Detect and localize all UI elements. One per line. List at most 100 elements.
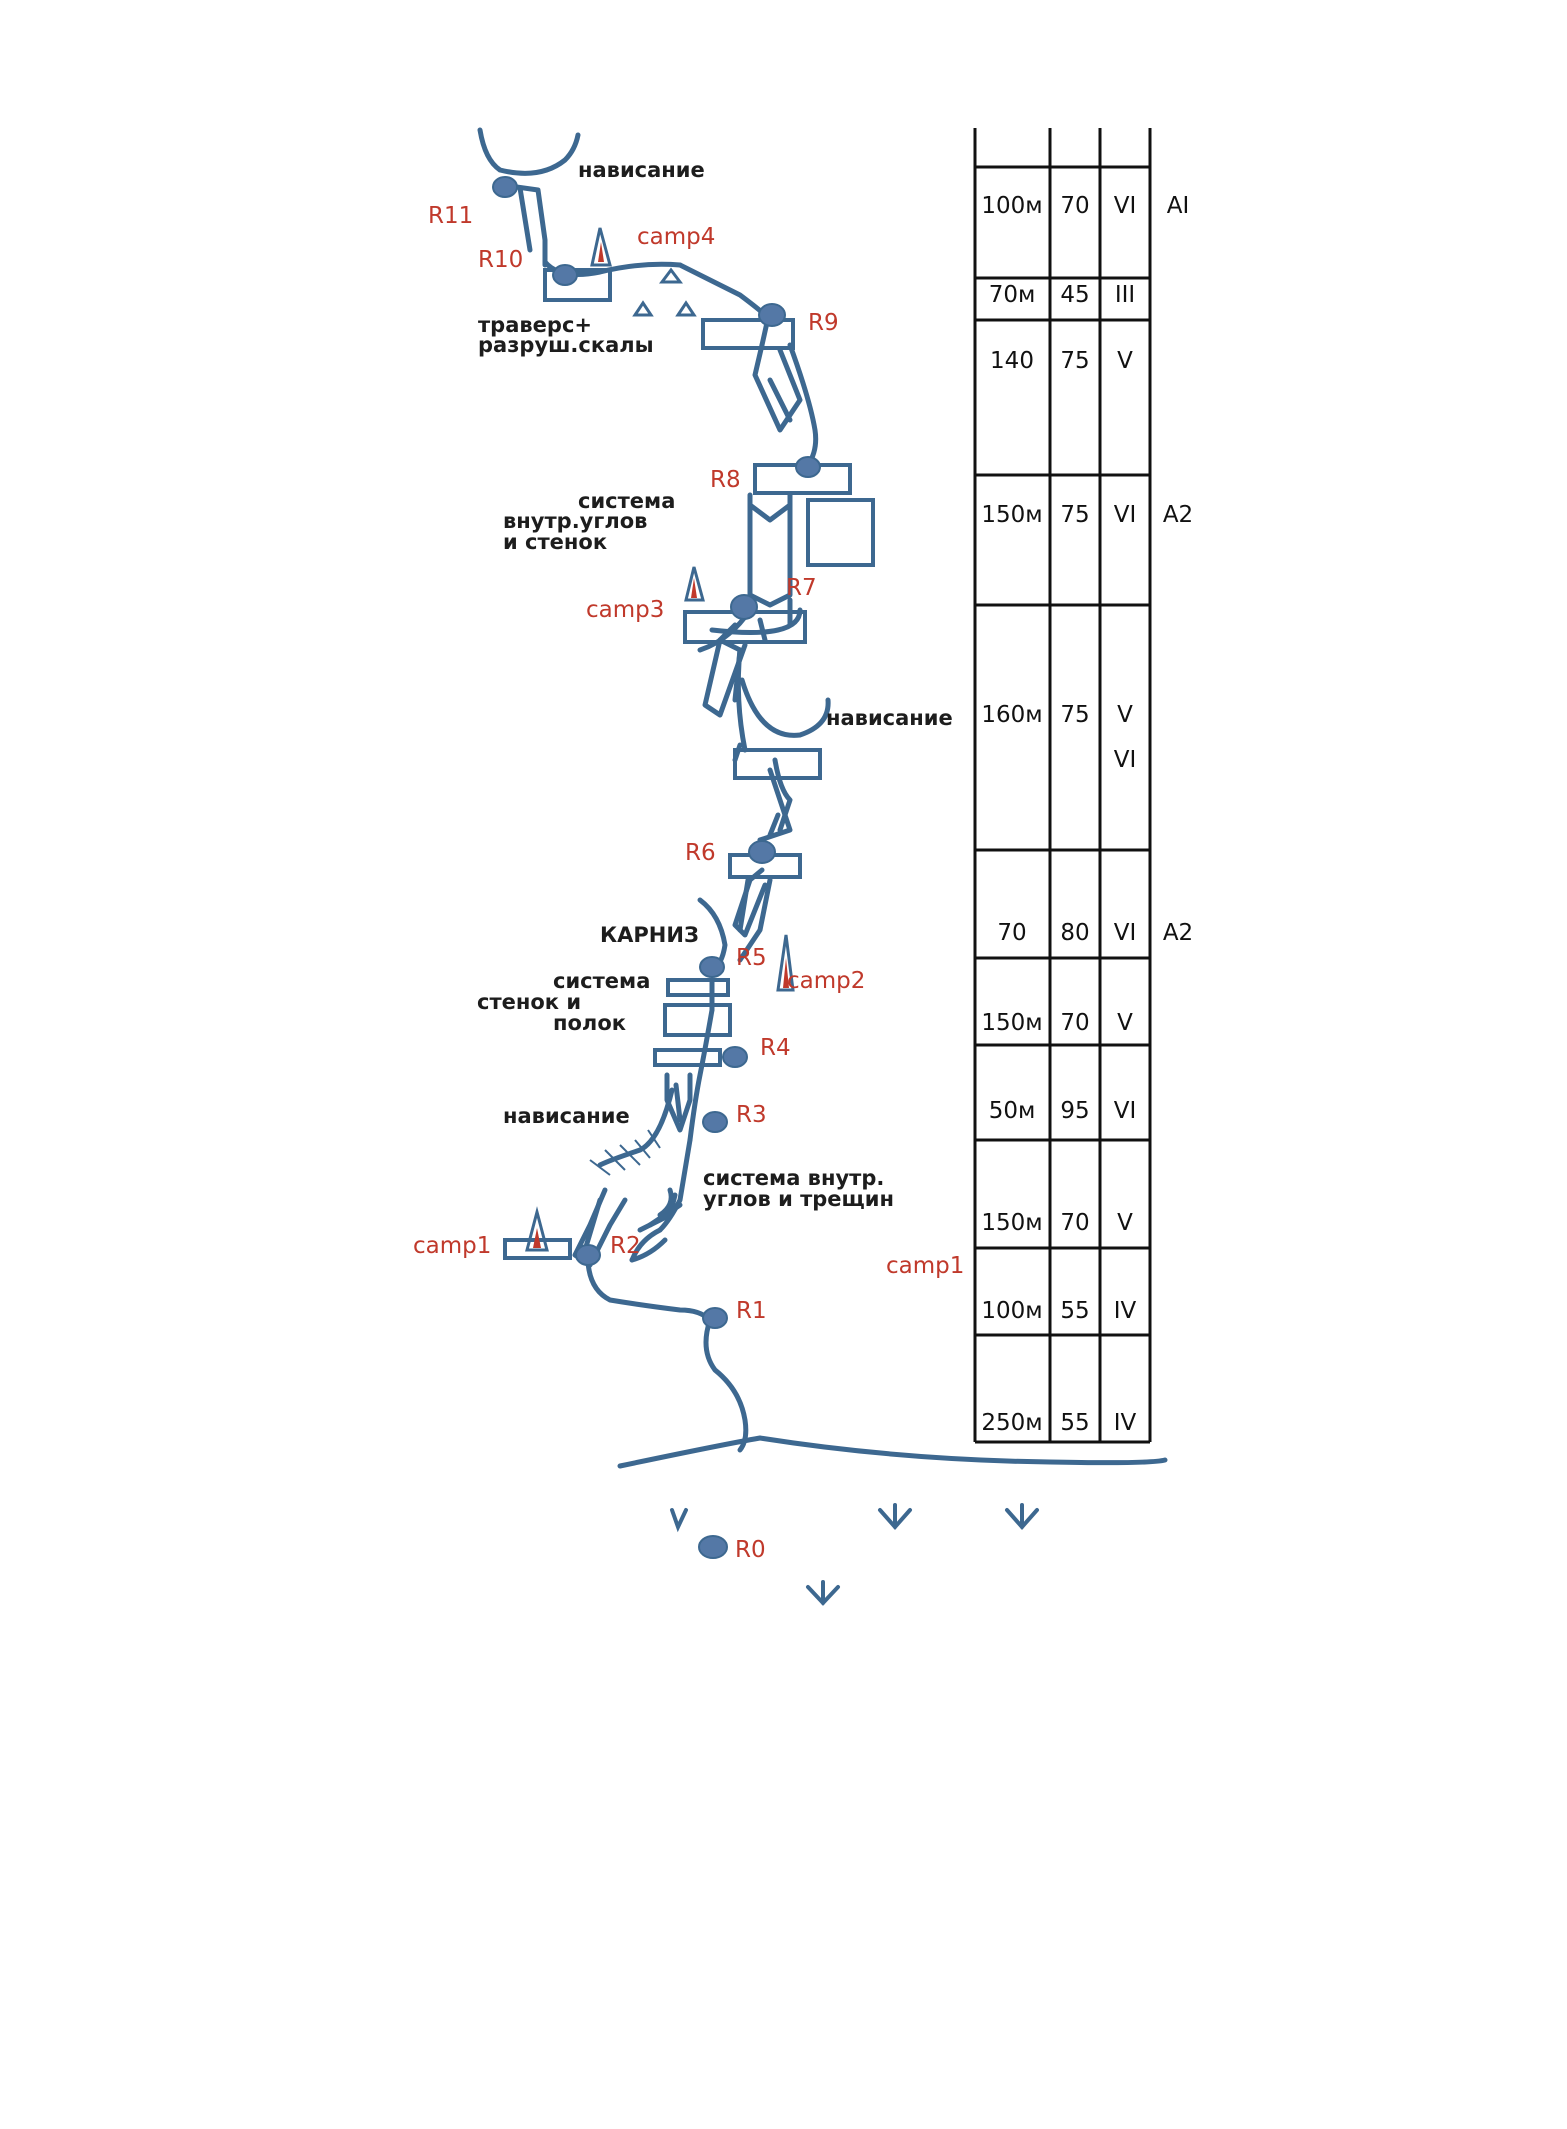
ledge-block — [733, 748, 822, 780]
ledge-block — [543, 268, 612, 302]
table-cell-grade: IV — [1114, 1298, 1137, 1324]
label-overhang-top: нависание — [578, 158, 705, 182]
table-cell-length: 250м — [981, 1410, 1042, 1436]
table-cell-length: 70 — [997, 920, 1026, 946]
label-r7: R7 — [786, 575, 817, 601]
station-r8 — [795, 456, 821, 478]
table-cell-grade: V — [1117, 702, 1133, 728]
label-r2: R2 — [610, 1233, 641, 1259]
table-cell-length: 150м — [981, 1210, 1042, 1236]
overhang-hatching — [589, 1129, 661, 1176]
table-cell-grade: IV — [1114, 1410, 1137, 1436]
table-cell-aid: A2 — [1163, 920, 1193, 946]
station-r0 — [698, 1535, 728, 1559]
label-r4: R4 — [760, 1035, 791, 1061]
label-camp2: camp2 — [787, 968, 865, 994]
label-traverse-2: разруш.скалы — [478, 333, 654, 357]
table-cell-grade: VI — [1114, 1098, 1137, 1124]
table-cell-length: 150м — [981, 502, 1042, 528]
label-walls-3: полок — [553, 1011, 626, 1035]
station-r7 — [730, 594, 758, 620]
tent-camp3-icon — [684, 566, 705, 602]
arrow-down-icon — [1005, 1503, 1039, 1531]
table-cell-angle: 75 — [1060, 348, 1089, 374]
label-camp1-left: camp1 — [413, 1233, 491, 1259]
descent-arrows — [670, 1503, 1039, 1606]
table-cell-angle: 75 — [1060, 702, 1089, 728]
route-labels: нависание траверс+ разруш.скалы система … — [477, 158, 953, 1211]
label-system-1: система — [578, 489, 675, 513]
label-corners-1: система внутр. — [703, 1166, 884, 1190]
station-r10 — [552, 264, 578, 286]
label-r3: R3 — [736, 1102, 767, 1128]
label-r8: R8 — [710, 467, 741, 493]
label-traverse-1: траверс+ — [478, 313, 592, 337]
table-cell-angle: 95 — [1060, 1098, 1089, 1124]
table-cell-length: 50м — [989, 1098, 1036, 1124]
table-cell-grade: V — [1117, 1210, 1133, 1236]
table-cell-angle: 70 — [1060, 193, 1089, 219]
station-r6 — [748, 840, 776, 864]
arrow-down-icon — [806, 1580, 840, 1606]
label-walls-2: стенок и — [477, 990, 581, 1014]
tent-camp2-icon — [776, 934, 795, 992]
table-cell-grade: VI — [1114, 920, 1137, 946]
label-r6: R6 — [685, 840, 716, 866]
table-cell-length: 160м — [981, 702, 1042, 728]
ledge-block — [653, 1048, 722, 1067]
label-overhang-low: нависание — [503, 1104, 630, 1128]
ledge-block — [663, 1003, 732, 1037]
label-system-2: внутр.углов — [503, 509, 647, 533]
station-r3 — [702, 1111, 728, 1133]
table-cell-grade: VI — [1114, 502, 1137, 528]
station-r1 — [702, 1307, 728, 1329]
label-r11: R11 — [428, 203, 473, 229]
label-cornice: КАРНИЗ — [600, 923, 699, 947]
label-r1: R1 — [736, 1298, 767, 1324]
rubble-triangles — [632, 267, 697, 317]
label-system-3: и стенок — [503, 530, 607, 554]
label-overhang-mid: нависание — [826, 706, 953, 730]
table-cell-angle: 45 — [1060, 282, 1089, 308]
table-cell-length: 70м — [989, 282, 1036, 308]
ledge-block — [806, 498, 875, 567]
label-r5: R5 — [736, 945, 767, 971]
label-camp4: camp4 — [637, 224, 715, 250]
table-cell-length: 140 — [990, 348, 1034, 374]
ledge-block — [666, 978, 730, 997]
table-cell-angle: 80 — [1060, 920, 1089, 946]
table-cell-length: 150м — [981, 1010, 1042, 1036]
station-r9 — [758, 303, 786, 327]
table-cell-aid: A2 — [1163, 502, 1193, 528]
station-r5 — [699, 956, 725, 978]
camp-tents — [525, 227, 795, 1252]
label-camp3: camp3 — [586, 597, 664, 623]
arrow-down-icon — [670, 1508, 688, 1533]
ledge-block — [701, 318, 795, 350]
ground-line — [617, 1435, 1168, 1469]
table-grid — [973, 128, 1152, 1442]
camp-labels: camp4 camp3 camp2 camp1 camp1 — [413, 224, 964, 1279]
table-cell-grade: V — [1117, 1010, 1133, 1036]
table-cell-length: 100м — [981, 193, 1042, 219]
table-cell-angle: 55 — [1060, 1298, 1089, 1324]
table-cell-grade: VI — [1114, 193, 1137, 219]
table-cell-length: 100м — [981, 1298, 1042, 1324]
table-cell-angle: 70 — [1060, 1010, 1089, 1036]
stations — [492, 176, 821, 1559]
station-r4 — [722, 1046, 748, 1068]
table-cell-angle: 55 — [1060, 1410, 1089, 1436]
label-corners-2: углов и трещин — [703, 1187, 894, 1211]
station-labels: R11 R10 R9 R8 R7 R6 R5 R4 R3 R2 R1 R0 — [428, 203, 839, 1563]
label-camp1-right: camp1 — [886, 1253, 964, 1279]
table-cell-angle: 75 — [1060, 502, 1089, 528]
table-cell-angle: 70 — [1060, 1210, 1089, 1236]
tent-camp4-icon — [590, 227, 612, 267]
table-cell-aid: AI — [1167, 193, 1190, 219]
arrow-down-icon — [878, 1503, 912, 1531]
label-r0: R0 — [735, 1537, 766, 1563]
station-r11 — [492, 176, 518, 198]
